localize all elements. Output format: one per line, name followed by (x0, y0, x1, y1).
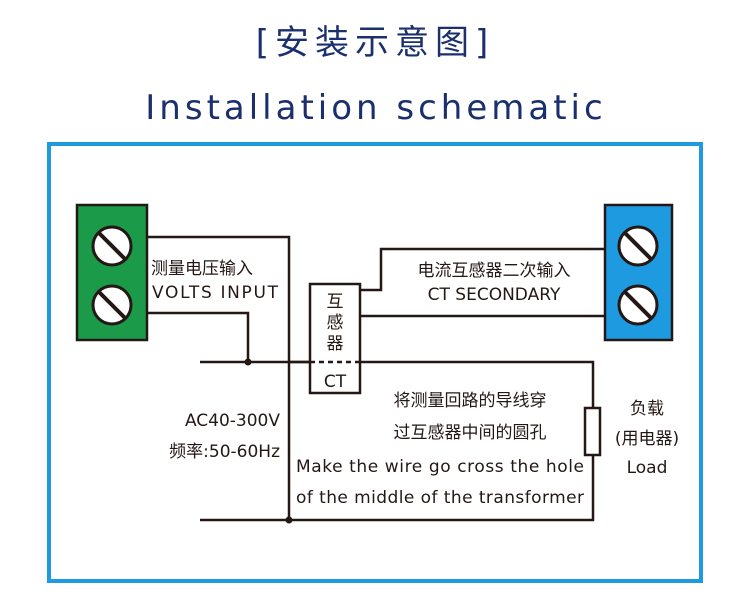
ct-char-2: 感 (327, 313, 344, 333)
note-cn-1: 将测量回路的导线穿 (394, 391, 547, 411)
screw-icon (617, 284, 659, 326)
ct-box (308, 282, 362, 395)
screw-icon (91, 225, 133, 267)
wire-neutral (200, 455, 595, 522)
supply-frequency: 频率:50-60Hz (169, 442, 280, 462)
ct-secondary-en: CT SECONDARY (428, 285, 561, 305)
ct-secondary-cn: 电流互感器二次输入 (418, 261, 571, 281)
wires (147, 235, 605, 522)
screw-icon (91, 284, 133, 326)
note-en-2: of the middle of the transformer (296, 488, 584, 508)
load-resistor (583, 406, 602, 457)
title-cn: [安装示意图] (256, 23, 495, 63)
ct-char-3: 器 (327, 334, 344, 354)
junction-dot (285, 516, 293, 524)
note-cn-2: 过互感器中间的圆孔 (394, 423, 547, 443)
volts-input-en: VOLTS INPUT (152, 283, 279, 303)
screw-icon (617, 225, 659, 267)
load-cn-2: (用电器) (615, 429, 679, 449)
diagram-frame (47, 142, 703, 583)
ct-char-1: 互 (327, 292, 344, 312)
ct-terminal-block (603, 203, 674, 342)
note-en-1: Make the wire go cross the hole (296, 457, 584, 477)
title-en: Installation schematic (145, 88, 606, 128)
load-cn: 负载 (630, 399, 664, 419)
volts-terminal-block (75, 203, 149, 342)
ct-label: CT (324, 372, 347, 392)
wire-volts-top (147, 235, 291, 520)
supply-voltage: AC40-300V (185, 411, 280, 431)
volts-input-cn: 测量电压输入 (151, 259, 253, 279)
wire-ct-1 (360, 247, 605, 292)
wire-volts-bottom (147, 311, 250, 362)
load-en: Load (627, 458, 668, 478)
junction-dot (244, 358, 252, 366)
